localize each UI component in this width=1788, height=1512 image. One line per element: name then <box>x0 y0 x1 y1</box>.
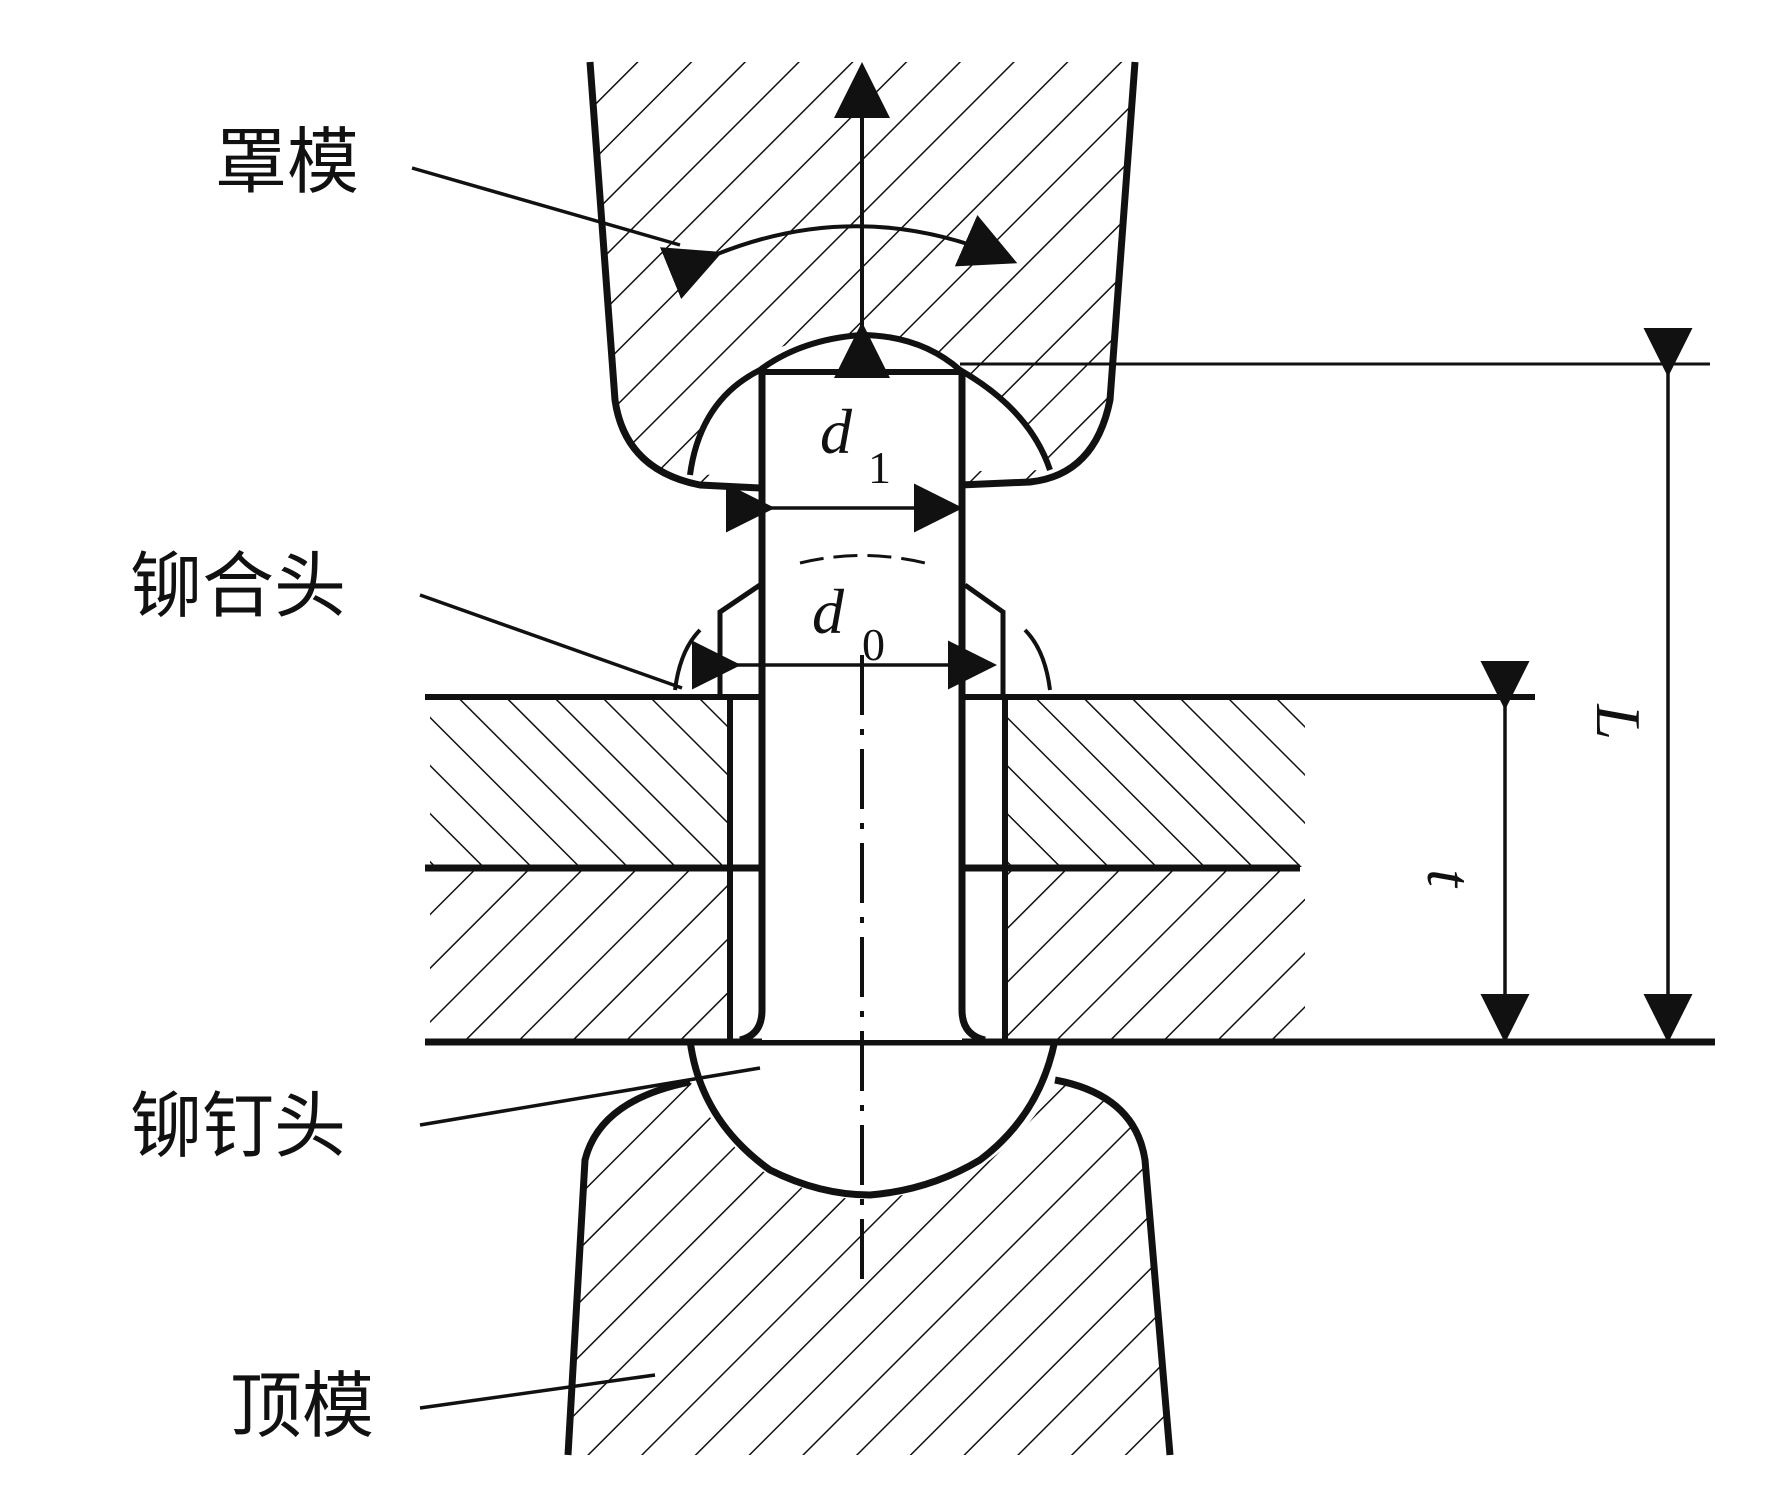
label-rivet-head: 铆钉头 <box>130 1084 347 1168</box>
subscript-d1: 1 <box>868 442 891 493</box>
leader-lines <box>411 166 761 1410</box>
label-cover-die: 罩模 <box>215 120 360 204</box>
top-die <box>564 1039 1174 1456</box>
label-clinch-head: 铆合头 <box>130 544 347 628</box>
plates <box>425 694 1715 1046</box>
symbol-L: L <box>1582 704 1654 740</box>
symbol-t: t <box>1413 869 1485 887</box>
dimension-d1 <box>726 483 963 565</box>
dimension-L <box>960 328 1710 1043</box>
label-top-die: 顶模 <box>230 1364 375 1448</box>
motion-arrows <box>659 62 1018 378</box>
rivet-shank <box>673 369 1052 1285</box>
subscript-d0: 0 <box>862 619 885 670</box>
symbol-d1: d <box>820 396 852 467</box>
symbol-d0: d <box>812 576 844 647</box>
